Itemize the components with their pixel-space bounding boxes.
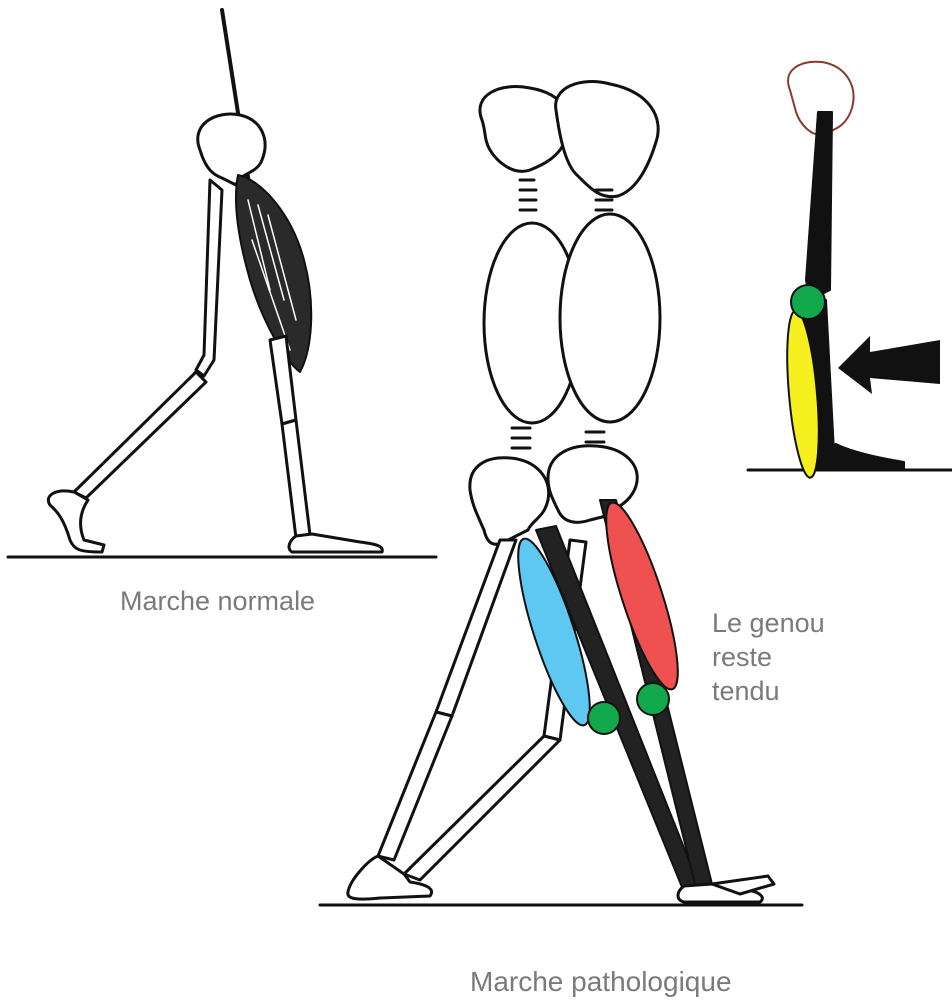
foot-rear: [48, 491, 104, 552]
shin-rear: [74, 372, 206, 498]
thigh-rear: [196, 180, 222, 376]
pathological-gait-figure: [320, 82, 802, 905]
torso-right: [560, 214, 660, 422]
inset-body: [806, 112, 832, 300]
caption-knee-note: Le genou reste tendu: [712, 606, 825, 708]
inset-foot: [814, 444, 904, 470]
caption-normal-gait: Marche normale: [120, 588, 315, 615]
caption-pathological-gait: Marche pathologique: [470, 968, 732, 996]
knee-joint-marker-right: [637, 683, 669, 715]
knee-note-line-3: tendu: [712, 674, 825, 708]
skull-shape: [198, 114, 265, 185]
foot-stance: [289, 534, 382, 552]
shin-stance: [282, 420, 310, 538]
thigh-back-left: [436, 540, 516, 716]
knee-note-line-1: Le genou: [712, 606, 825, 640]
inset-figure: [748, 62, 952, 479]
knee-note-line-2: reste: [712, 640, 825, 674]
arrow-left-icon: [838, 336, 940, 394]
skull-right: [556, 82, 659, 197]
normal-gait-figure: [8, 10, 436, 557]
inset-joint-marker: [791, 285, 825, 319]
knee-joint-marker-left: [588, 702, 620, 734]
